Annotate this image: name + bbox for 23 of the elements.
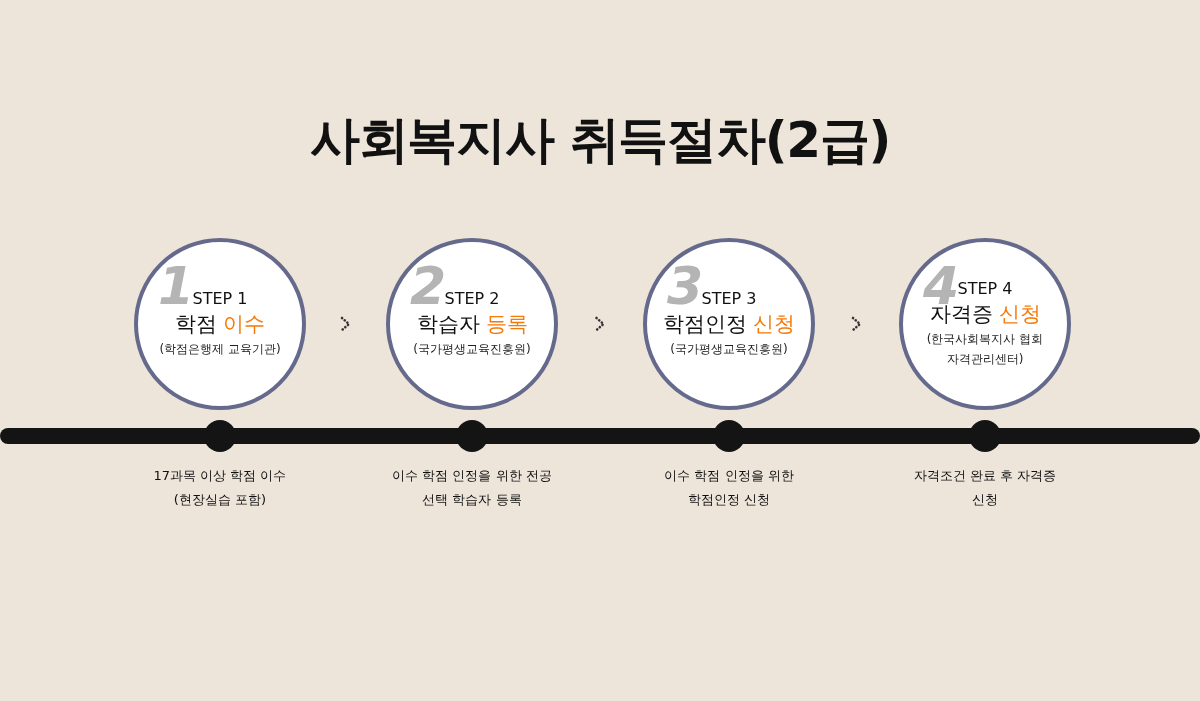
step-agency: (한국사회복지사 협회 자격관리센터) <box>925 331 1045 368</box>
step-heading-highlight: 이수 <box>223 311 265 338</box>
step-agency: (국가평생교육진흥원) <box>412 341 532 358</box>
step-heading-highlight: 신청 <box>753 311 795 338</box>
step-heading: 학점 <box>175 311 217 338</box>
step-description: 이수 학점 인정을 위한 전공 선택 학습자 등록 <box>392 467 552 509</box>
step-heading-highlight: 신청 <box>998 301 1041 328</box>
chevron-arrow <box>595 316 605 332</box>
step-agency: (학점은행제 교육기관) <box>158 341 282 358</box>
chevron-arrow <box>340 316 351 332</box>
step-label: STEP 2 <box>444 289 500 309</box>
step-heading-highlight: 등록 <box>485 311 528 338</box>
step-description: 이수 학점 인정을 위한 학점인정 신청 <box>663 467 795 509</box>
step-description: 17과목 이상 학점 이수 (현장실습 포함) <box>152 467 288 509</box>
chevron-arrow <box>851 316 862 332</box>
title: 사회복지사 취득절차(2급) <box>309 110 891 171</box>
step-label: STEP 3 <box>701 289 757 309</box>
step-heading: 학습자 <box>416 311 480 338</box>
step-label: STEP 4 <box>957 279 1013 299</box>
step-heading: 학점인정 <box>663 311 747 338</box>
step-description: 자격조건 완료 후 자격증 신청 <box>912 467 1058 509</box>
step-agency: (국가평생교육진흥원) <box>669 341 789 358</box>
step-label: STEP 1 <box>192 289 248 309</box>
